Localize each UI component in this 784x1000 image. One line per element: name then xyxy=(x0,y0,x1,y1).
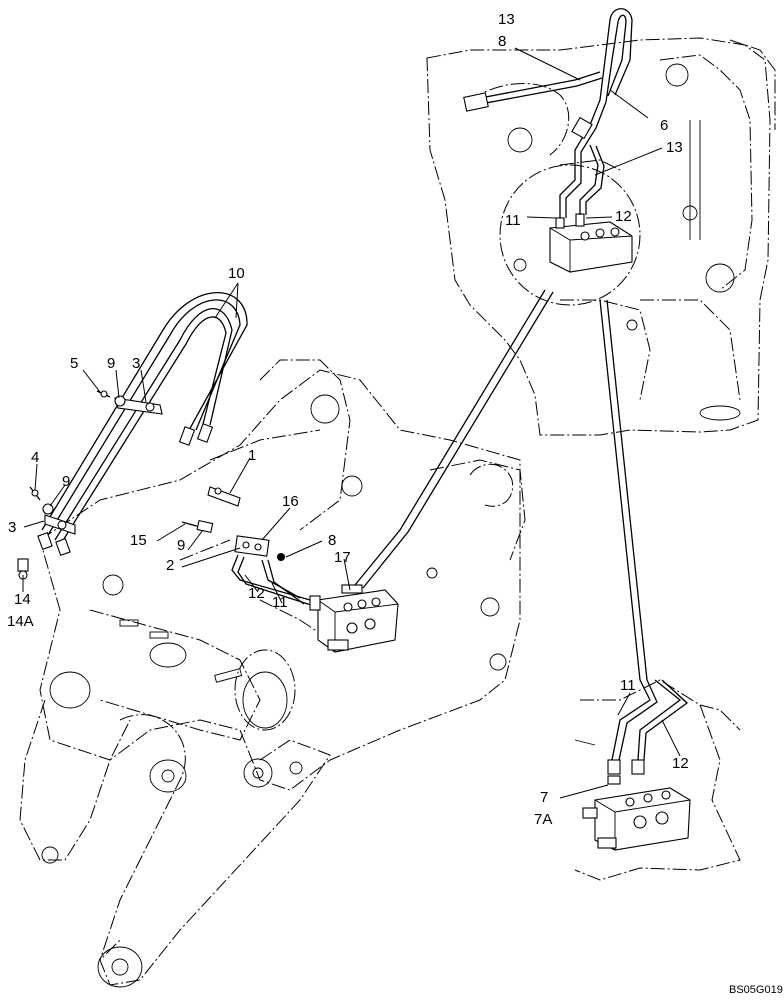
valve-block-bottom xyxy=(582,787,691,851)
long-tubes-diagonal xyxy=(354,289,554,589)
bottom-right-housing xyxy=(574,679,741,881)
hoses-bottom-right xyxy=(607,679,689,785)
callout-11-bottom: 11 xyxy=(620,677,636,694)
long-tubes-vertical xyxy=(599,299,648,681)
callout-1: 1 xyxy=(248,447,256,464)
drawing-code: BS05G019 xyxy=(729,984,783,996)
bracket-1 xyxy=(207,486,241,507)
callout-12-bottom: 12 xyxy=(672,755,689,772)
connector-2-16 xyxy=(234,535,285,561)
callout-9-lower: 9 xyxy=(62,473,70,490)
bolt-15 xyxy=(181,519,214,533)
callout-3-upper: 3 xyxy=(132,355,140,372)
callout-9-upper: 9 xyxy=(107,355,115,372)
callout-3-lower: 3 xyxy=(8,519,16,536)
callout-11-mid: 11 xyxy=(272,594,288,611)
callout-8-top: 8 xyxy=(498,33,506,50)
callout-7a: 7A xyxy=(534,811,552,828)
callout-7: 7 xyxy=(540,789,548,806)
callout-6: 6 xyxy=(660,117,668,134)
valve-block-mid xyxy=(309,584,399,653)
callout-13-top: 13 xyxy=(498,11,515,28)
callout-4: 4 xyxy=(31,449,39,466)
detail-circle xyxy=(499,164,641,306)
callout-5: 5 xyxy=(70,355,78,372)
callout-12-top: 12 xyxy=(615,208,632,225)
callout-17: 17 xyxy=(334,549,351,566)
callout-8-mid: 8 xyxy=(328,532,336,549)
callout-13-mid: 13 xyxy=(666,139,683,156)
callout-16: 16 xyxy=(282,493,299,510)
leader-lines xyxy=(22,47,681,799)
hoses-top-loop xyxy=(463,8,633,218)
frame-housing-upper-right xyxy=(426,37,776,436)
loader-frame xyxy=(39,359,526,791)
callout-14: 14 xyxy=(14,591,31,608)
callout-12-mid: 12 xyxy=(248,585,265,602)
callout-labels: 13 8 6 13 11 12 10 5 9 3 4 9 3 1 16 15 9… xyxy=(7,11,689,828)
callout-10: 10 xyxy=(228,265,245,282)
loader-arm-right xyxy=(97,739,331,988)
valve-block-top xyxy=(549,213,633,273)
cylinder-body xyxy=(89,609,296,741)
hose-loop-left xyxy=(41,292,248,543)
callout-9-center: 9 xyxy=(177,537,185,554)
loader-arm-left xyxy=(19,671,186,961)
callout-11-top: 11 xyxy=(505,212,521,229)
callout-15: 15 xyxy=(130,532,147,549)
callout-2: 2 xyxy=(166,557,174,574)
bracket-upper-left xyxy=(96,390,163,415)
bracket-lower-left xyxy=(29,486,76,556)
callout-14a: 14A xyxy=(7,613,34,630)
